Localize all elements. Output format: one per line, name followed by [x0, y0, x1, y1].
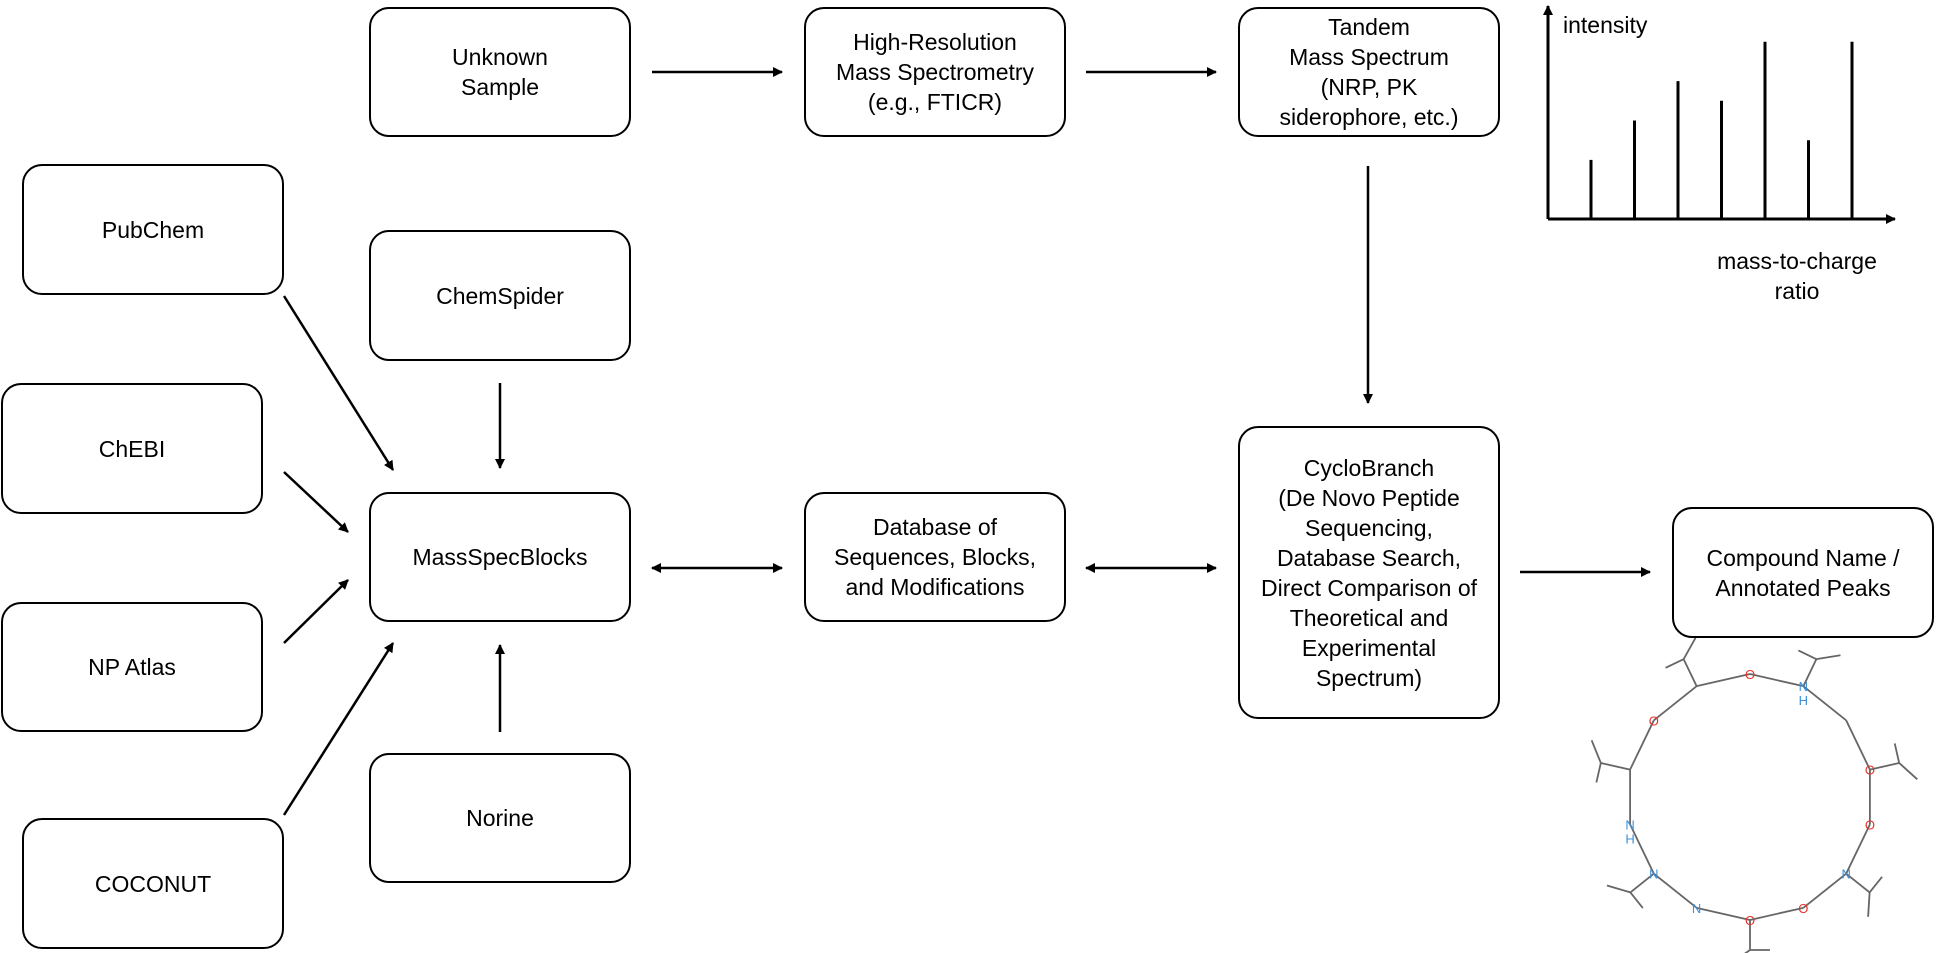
arrow-npatlas-to-massspecblocks — [283, 579, 349, 644]
molecule-bond — [1868, 876, 1883, 893]
molecule-atom-label: H — [1625, 831, 1634, 846]
molecule-atom-label: N — [1841, 867, 1850, 882]
molecule-atom-label: H — [1799, 693, 1808, 708]
molecule-bond — [1682, 658, 1698, 687]
molecule-atom-label: O — [1865, 817, 1875, 832]
molecule-bond — [1802, 872, 1847, 909]
cyclobranch-node: CycloBranch (De Novo Peptide Sequencing,… — [1238, 426, 1500, 719]
molecule-atom-label: O — [1745, 913, 1755, 928]
molecule-atom-label: O — [1649, 713, 1659, 728]
massspecblocks-node: MassSpecBlocks — [369, 492, 631, 622]
molecule-atom-label: O — [1865, 763, 1875, 778]
molecule-atom-label: O — [1798, 901, 1808, 916]
molecule-bond — [1590, 740, 1602, 764]
molecule-bond — [1845, 872, 1871, 894]
np-atlas-node: NP Atlas — [1, 602, 263, 732]
molecule-bond — [1629, 891, 1644, 909]
molecule-bond — [1629, 719, 1655, 771]
tandem-mass-spectrum-node: Tandem Mass Spectrum (NRP, PK siderophor… — [1238, 7, 1500, 137]
mass-spectrum-plot — [1543, 5, 1896, 224]
molecule-atom-label: O — [1745, 667, 1755, 682]
molecule-atom-label: N — [1649, 867, 1658, 882]
molecule-bond — [1696, 906, 1751, 921]
molecule-bond — [1893, 743, 1901, 764]
chemspider-node: ChemSpider — [369, 230, 631, 361]
molecule-bond — [1682, 637, 1697, 660]
hrms-node: High-Resolution Mass Spectrometry (e.g.,… — [804, 7, 1066, 137]
database-node: Database of Sequences, Blocks, and Modif… — [804, 492, 1066, 622]
molecule-bond — [1816, 654, 1841, 661]
molecule-bond — [1802, 685, 1847, 722]
molecule-atom-label: N — [1799, 679, 1808, 694]
molecule-atom-label: N — [1692, 901, 1701, 916]
chebi-node: ChEBI — [1, 383, 263, 514]
molecule-bond — [1696, 673, 1751, 688]
coconut-node: COCONUT — [22, 818, 284, 949]
molecule-bond — [1629, 823, 1655, 875]
molecule-bond — [1869, 762, 1900, 771]
pubchem-node: PubChem — [22, 164, 284, 295]
molecule-bond — [1749, 673, 1804, 688]
molecule-bond — [1749, 906, 1804, 921]
arrow-pubchem-to-massspecblocks — [282, 295, 395, 471]
norine-node: Norine — [369, 753, 631, 883]
unknown-sample-node: Unknown Sample — [369, 7, 631, 137]
molecule-bond — [1744, 949, 1751, 953]
molecule-atom-label: N — [1625, 817, 1634, 832]
molecule-bond — [1653, 685, 1698, 722]
molecule-bond — [1867, 892, 1871, 917]
molecule-bond — [1898, 762, 1918, 781]
plot-y-axis-label: intensity — [1563, 12, 1648, 38]
plot-x-axis-label: mass-to-charge ratio — [1717, 248, 1877, 304]
molecule-bond — [1797, 649, 1817, 660]
molecule-bond — [1600, 762, 1631, 771]
compound-name-node: Compound Name / Annotated Peaks — [1672, 507, 1934, 638]
molecule-bond — [1653, 872, 1698, 909]
molecule-bond — [1845, 719, 1871, 771]
molecule-bond — [1629, 872, 1655, 894]
arrow-chebi-to-massspecblocks — [283, 471, 349, 533]
molecule-bond — [1606, 884, 1631, 894]
molecule-bond — [1845, 823, 1871, 875]
molecule-bond — [1802, 658, 1818, 687]
molecule-bond — [1665, 658, 1685, 669]
molecule-bond — [1595, 762, 1602, 783]
arrow-coconut-to-massspecblocks — [282, 642, 395, 816]
